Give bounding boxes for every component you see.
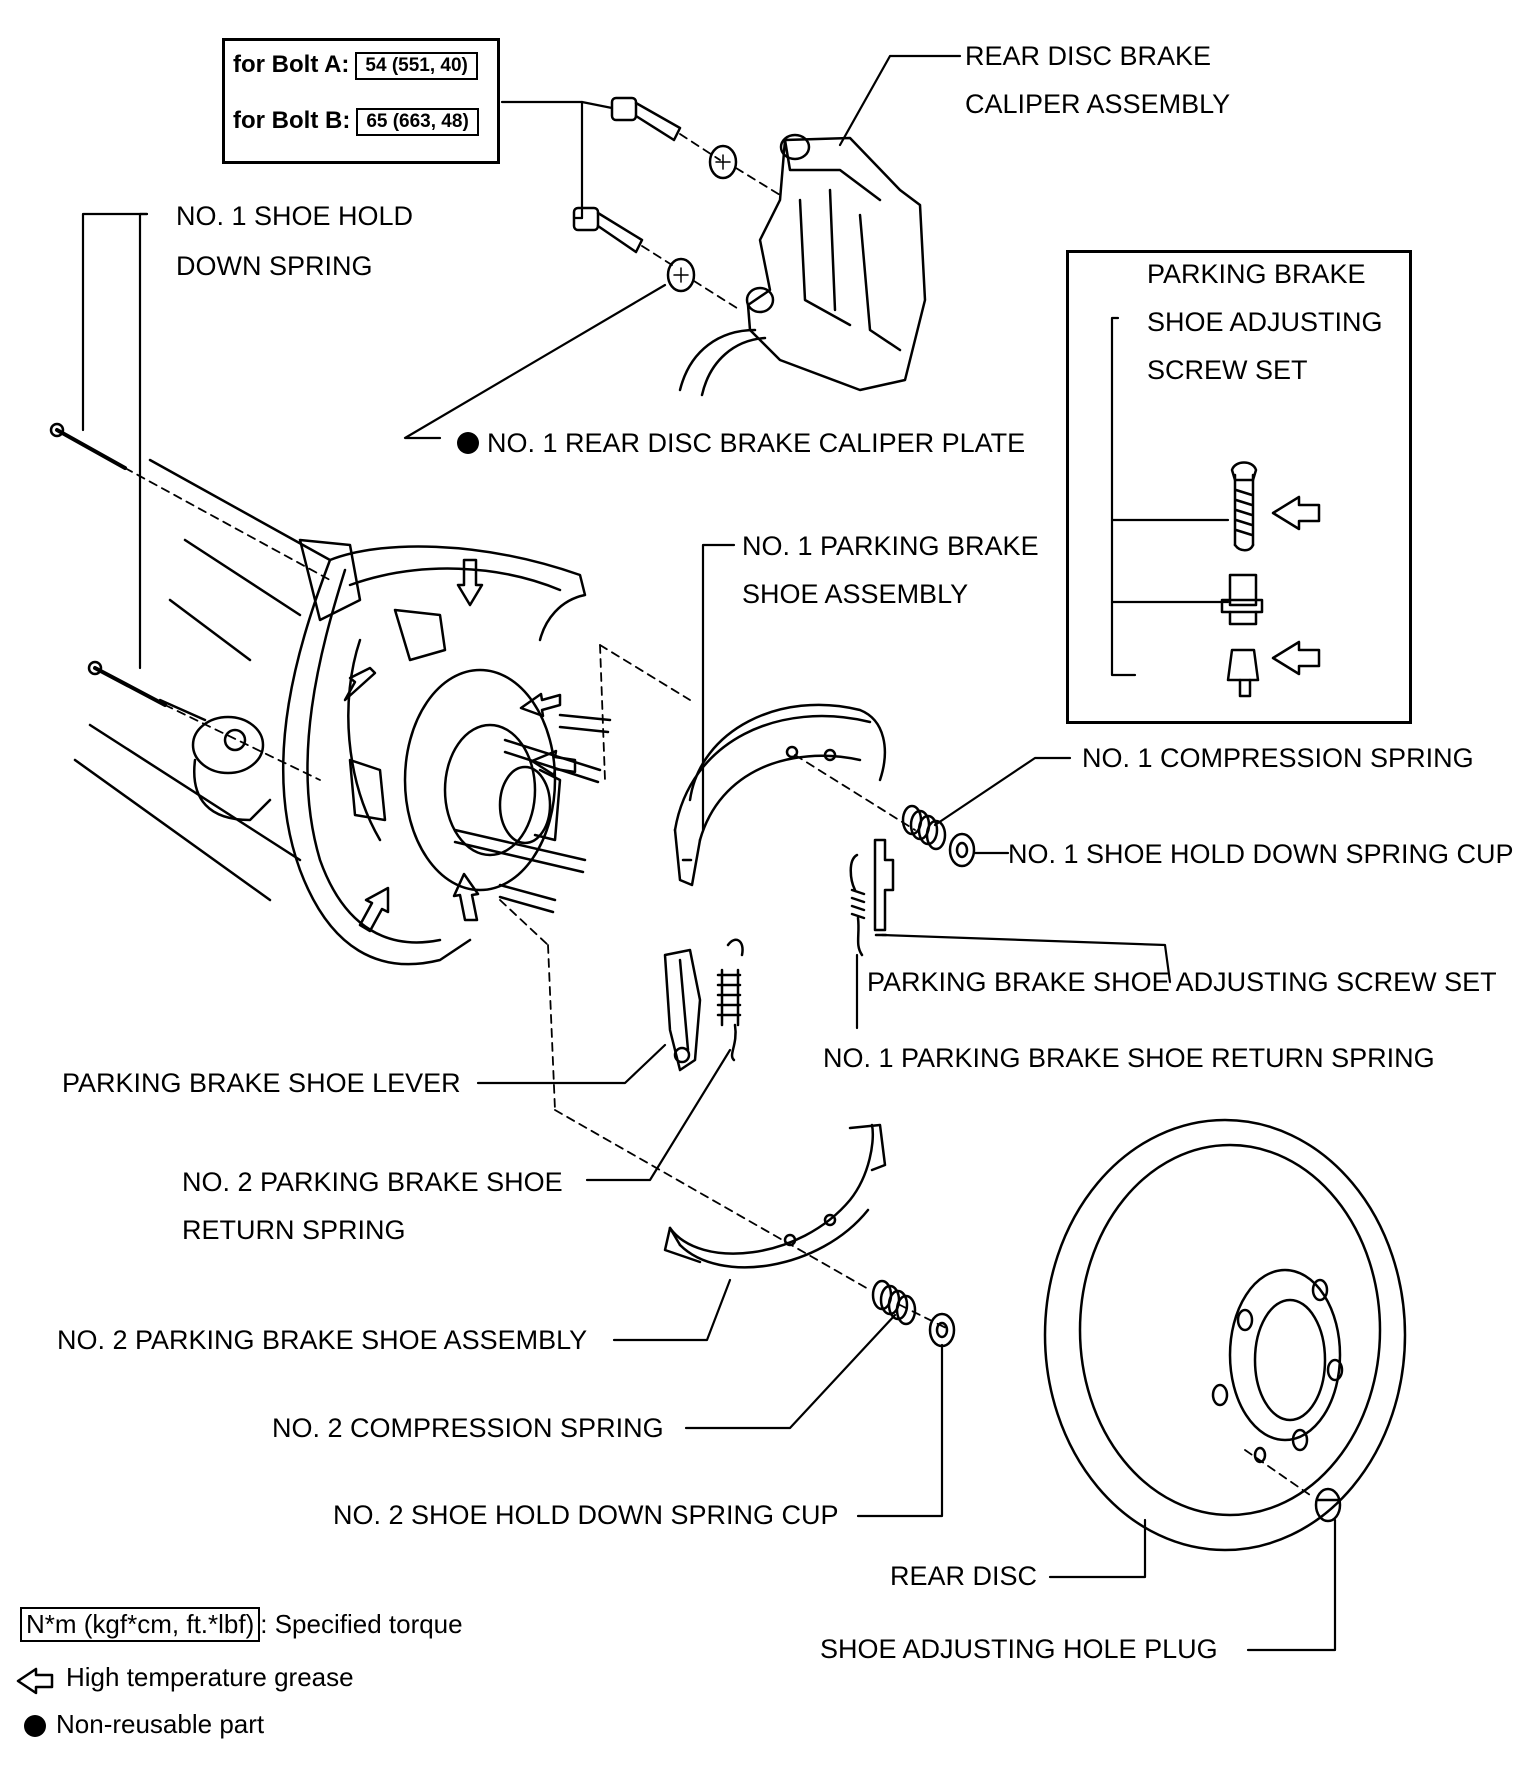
inset-screw-set <box>1220 461 1321 698</box>
label-spring-cup2: NO. 2 SHOE HOLD DOWN SPRING CUP <box>333 1500 839 1530</box>
label-return-spring2-line2: RETURN SPRING <box>182 1215 406 1245</box>
label-comp-spring2: NO. 2 COMPRESSION SPRING <box>272 1413 664 1443</box>
axle-housing <box>73 458 332 902</box>
label-rear-disc: REAR DISC <box>890 1561 1038 1591</box>
hold-down-pin-2 <box>87 660 321 781</box>
bolt-a-value: 54 (551, 40) <box>355 51 478 80</box>
caliper-bolt-a <box>610 96 721 161</box>
nonreusable-dot-caliper-plate <box>457 432 479 454</box>
spring-cup-2 <box>928 1312 956 1348</box>
knuckle <box>191 715 272 822</box>
bolt-a-row: for Bolt A:54 (551, 40) <box>233 51 478 80</box>
inset-frame <box>1066 250 1412 724</box>
label-hold-spring-line1: NO. 1 SHOE HOLD <box>176 201 414 231</box>
label-caliper-line2: CALIPER ASSEMBLY <box>965 89 1231 119</box>
adjusting-screw-set-part <box>873 838 895 937</box>
shoe-assembly-1 <box>673 703 887 887</box>
grease-arrows-backing-plate <box>343 558 577 933</box>
label-comp-spring1: NO. 1 COMPRESSION SPRING <box>1082 743 1474 773</box>
grease-arrow-legend-icon <box>16 1667 54 1695</box>
compression-spring-1 <box>901 804 947 851</box>
legend-grease-text: High temperature grease <box>66 1662 354 1692</box>
spring-cup-1 <box>948 832 976 868</box>
return-spring-1 <box>849 853 866 957</box>
label-spring-cup1: NO. 1 SHOE HOLD DOWN SPRING CUP <box>1008 839 1514 869</box>
compression-spring-2 <box>871 1279 917 1326</box>
hole-plug <box>1314 1487 1342 1523</box>
label-inset-line2: SHOE ADJUSTING <box>1147 307 1383 337</box>
shoe-assembly-2 <box>663 1123 887 1269</box>
label-return-spring1: NO. 1 PARKING BRAKE SHOE RETURN SPRING <box>823 1043 1435 1073</box>
rear-disc <box>1043 1118 1407 1552</box>
bolt-b-value: 65 (663, 48) <box>356 107 479 136</box>
label-shoe2: NO. 2 PARKING BRAKE SHOE ASSEMBLY <box>57 1325 588 1355</box>
axle-hub <box>403 668 612 914</box>
label-hole-plug: SHOE ADJUSTING HOLE PLUG <box>820 1634 1218 1664</box>
leader-lines <box>81 54 1337 1652</box>
label-inset-line3: SCREW SET <box>1147 355 1308 385</box>
backing-plate <box>281 538 587 966</box>
legend-torque-text: : Specified torque <box>260 1609 463 1639</box>
label-shoe1-line1: NO. 1 PARKING BRAKE <box>742 531 1039 561</box>
legend-nonreusable: Non-reusable part <box>24 1709 264 1740</box>
label-return-spring2-line1: NO. 2 PARKING BRAKE SHOE <box>182 1167 563 1197</box>
legend-nonreusable-text: Non-reusable part <box>56 1709 265 1739</box>
caliper-assembly <box>678 133 927 397</box>
legend-torque-units: N*m (kgf*cm, ft.*lbf) <box>20 1607 261 1642</box>
label-inset-line1: PARKING BRAKE <box>1147 259 1366 289</box>
caliper-plate-washer-a <box>708 144 781 196</box>
bolt-b-label: for Bolt B: <box>233 107 351 134</box>
label-caliper-line1: REAR DISC BRAKE <box>965 41 1212 71</box>
legend-torque: N*m (kgf*cm, ft.*lbf): Specified torque <box>20 1607 463 1642</box>
caliper-bolt-b <box>572 206 673 266</box>
label-shoe1-line2: SHOE ASSEMBLY <box>742 579 969 609</box>
label-caliper-plate: NO. 1 REAR DISC BRAKE CALIPER PLATE <box>487 428 1026 458</box>
torque-specification-box: for Bolt A:54 (551, 40) for Bolt B:65 (6… <box>222 38 500 164</box>
hold-down-pin-1 <box>49 422 331 581</box>
caliper-plate-washer-b <box>666 257 741 311</box>
bolt-a-label: for Bolt A: <box>233 51 350 78</box>
nonreusable-dot-icon <box>24 1715 46 1738</box>
label-shoe-lever: PARKING BRAKE SHOE LEVER <box>62 1068 461 1098</box>
bolt-b-row: for Bolt B:65 (663, 48) <box>233 107 479 136</box>
return-spring-2 <box>716 938 744 1062</box>
label-hold-spring-line2: DOWN SPRING <box>176 251 373 281</box>
label-adjusting-screw-set: PARKING BRAKE SHOE ADJUSTING SCREW SET <box>867 967 1497 997</box>
shoe-lever <box>663 948 702 1072</box>
